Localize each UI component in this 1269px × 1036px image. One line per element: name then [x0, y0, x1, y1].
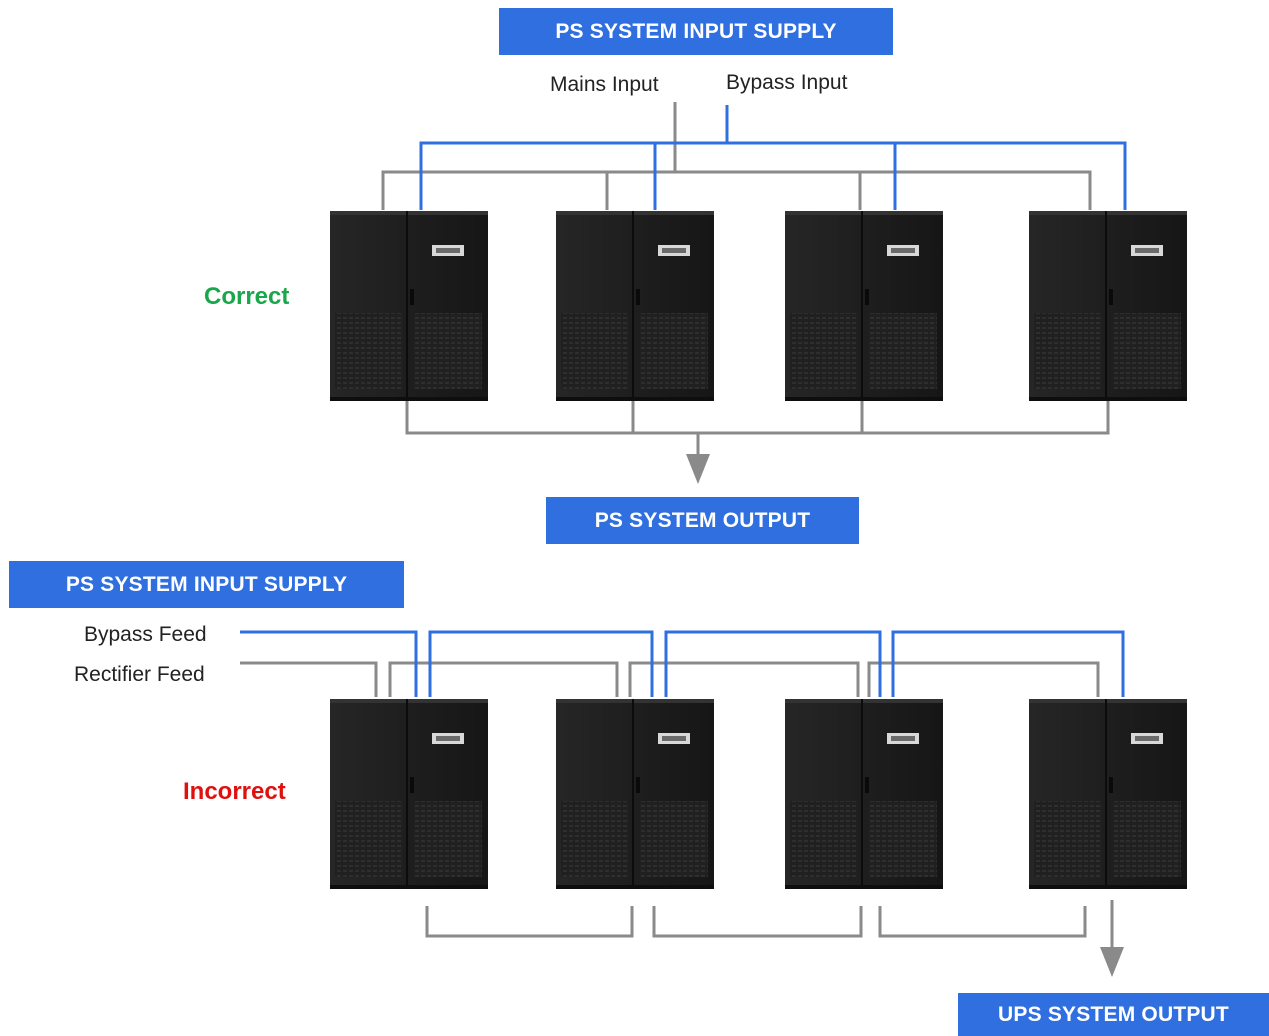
ups-cabinet	[329, 210, 489, 402]
incorrect-input-supply-label: PS SYSTEM INPUT SUPPLY	[9, 561, 404, 608]
incorrect-wiring-lines	[240, 630, 1125, 977]
bypass-input-label: Bypass Input	[726, 71, 848, 94]
correct-status-label: Correct	[204, 283, 290, 310]
incorrect-status-label: Incorrect	[183, 778, 286, 805]
correct-output-label: PS SYSTEM OUTPUT	[546, 497, 859, 544]
ups-cabinet	[329, 698, 489, 890]
ups-cabinet	[784, 210, 944, 402]
incorrect-output-label: UPS SYSTEM OUTPUT	[958, 993, 1269, 1036]
ups-cabinet	[1028, 210, 1188, 402]
correct-wiring-lines	[381, 102, 1127, 484]
ups-cabinet	[1028, 698, 1188, 890]
correct-ups-cabinets	[329, 210, 1188, 402]
ups-cabinet	[555, 210, 715, 402]
ups-cabinet	[784, 698, 944, 890]
correct-input-supply-label: PS SYSTEM INPUT SUPPLY	[499, 8, 893, 55]
rectifier-feed-label: Rectifier Feed	[74, 663, 205, 686]
bypass-feed-label: Bypass Feed	[84, 623, 207, 646]
ups-cabinet	[555, 698, 715, 890]
output-arrow-icon	[686, 454, 710, 484]
mains-input-label: Mains Input	[550, 73, 659, 96]
incorrect-ups-cabinets	[329, 698, 1188, 890]
output-arrow-icon	[1100, 947, 1124, 977]
